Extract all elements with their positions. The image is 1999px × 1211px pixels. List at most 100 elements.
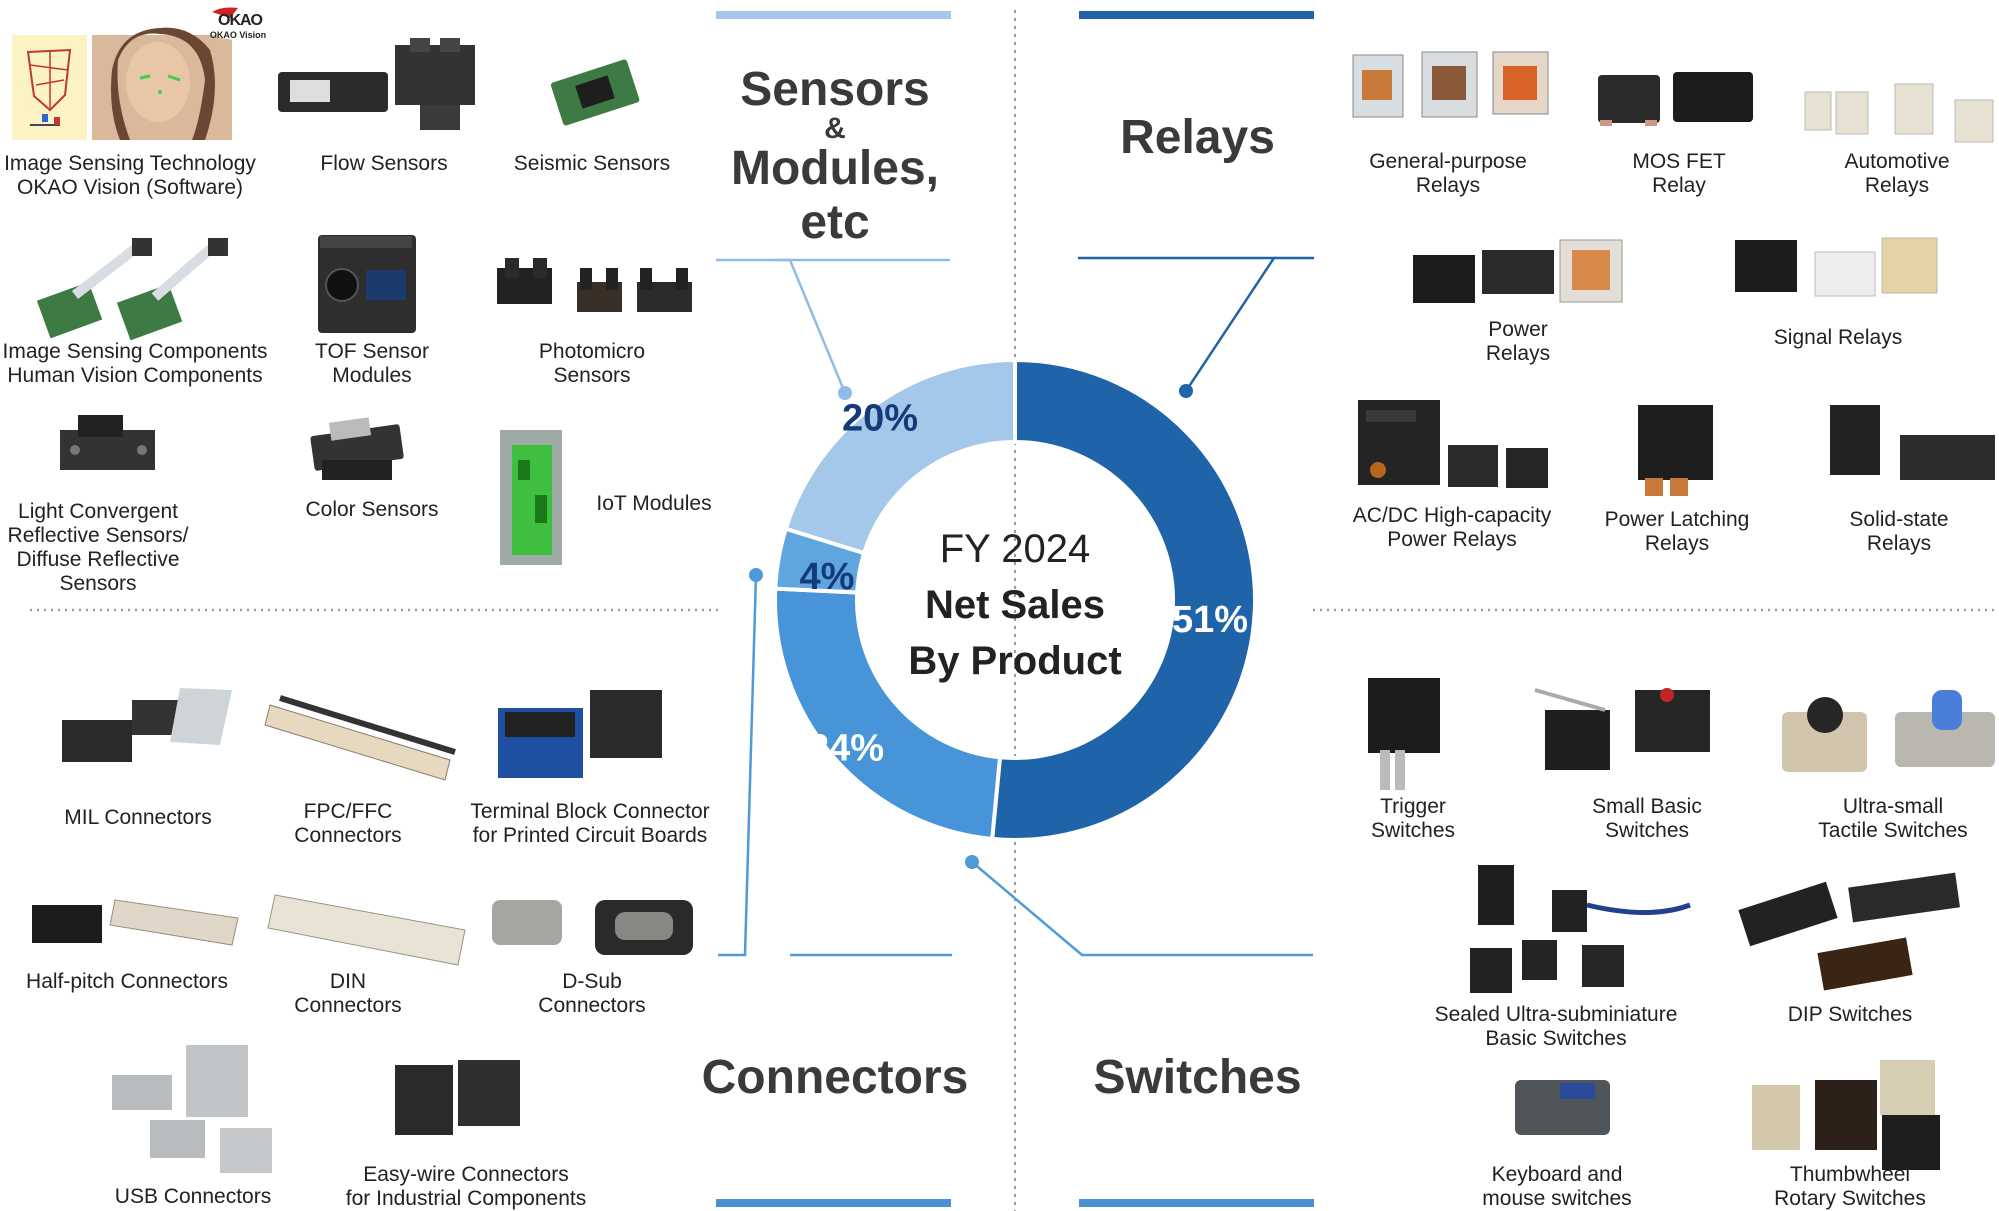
donut-center-title-line: By Product xyxy=(908,639,1121,683)
donut-center-title-line: FY 2024 xyxy=(940,527,1091,571)
tactile-label-line: Ultra-small xyxy=(1842,795,1944,818)
flow-sensors-label: Flow Sensors xyxy=(214,152,554,176)
switches-bottom-bar xyxy=(1079,1199,1314,1207)
dsub-connectors-icon xyxy=(492,900,693,955)
color-sensors-icon xyxy=(310,417,404,480)
image-sensing-components-label-line: Image Sensing Components xyxy=(2,340,268,363)
donut-slice-value-label: 4% xyxy=(800,556,855,598)
okao-logo-text: OKAO xyxy=(218,12,263,29)
trigger-switches-label-line: Trigger xyxy=(1380,795,1446,818)
dip-switches-icon xyxy=(1738,872,1960,991)
small-basic-label-line: Small Basic xyxy=(1592,795,1702,818)
usb-connectors-label-line: USB Connectors xyxy=(114,1185,272,1208)
terminal-block-label-line: for Printed Circuit Boards xyxy=(472,824,708,847)
trigger-switches-label-line: Switches xyxy=(1370,819,1456,842)
image-sensing-tech-label-line: OKAO Vision (Software) xyxy=(16,176,244,199)
dsub-connectors-label-line: Connectors xyxy=(538,994,646,1017)
leader-line xyxy=(718,574,758,957)
leader-dot xyxy=(965,855,979,869)
image-sensing-components-label-line: Human Vision Components xyxy=(7,364,263,387)
okao-logo-subtext: OKAO Vision xyxy=(209,30,267,40)
automotive-relays-label-line: Relays xyxy=(1864,174,1930,197)
sealed-basic-label-line: Sealed Ultra-subminiature xyxy=(1434,1003,1678,1026)
sensors-title-line2: Modules, etc xyxy=(730,142,939,249)
general-relays-label-line: Relays xyxy=(1415,174,1481,197)
seismic-sensors-label: Seismic Sensors xyxy=(422,152,762,176)
donut-slice-sensors-modules-etc xyxy=(783,357,1017,556)
acdc-relays-label-line: AC/DC High-capacity xyxy=(1352,504,1552,527)
donut-slice-relays xyxy=(990,357,1257,842)
photomicro-label-line: Sensors xyxy=(553,364,631,387)
okao-logo: OKAO OKAO Vision xyxy=(210,12,270,40)
fpc-connectors-label-line: Connectors xyxy=(294,824,402,847)
tof-sensor-label-line: TOF Sensor xyxy=(315,340,429,363)
acdc-relays-icon xyxy=(1358,400,1548,488)
leader-dot xyxy=(1179,384,1193,398)
thumbwheel-label-line: Rotary Switches xyxy=(1774,1187,1926,1210)
connectors-title: Connectors xyxy=(701,1051,969,1104)
light-convergent-label-line: Diffuse Reflective xyxy=(16,548,180,571)
light-convergent-label-line: Reflective Sensors/ xyxy=(7,524,189,547)
keyboard-switches-label-line: Keyboard and xyxy=(1491,1163,1623,1186)
image-sensing-tech-label-line: Image Sensing Technology xyxy=(4,152,256,175)
photomicro-label-line: Photomicro xyxy=(538,340,646,363)
okao-logo-icon xyxy=(206,7,270,40)
power-latching-relay-icon xyxy=(1638,405,1713,496)
small-basic-switches-icon xyxy=(1534,688,1710,770)
half-pitch-label-line: Half-pitch Connectors xyxy=(26,970,228,993)
leader-dot xyxy=(838,386,852,400)
sealed-basic-switches-icon xyxy=(1470,865,1691,993)
dip-switches-label-line: DIP Switches xyxy=(1787,1003,1913,1026)
keyboard-switches-icon xyxy=(1515,1080,1610,1135)
automotive-relays-icon xyxy=(1804,83,1994,143)
easy-wire-label-line: Easy-wire Connectors xyxy=(363,1163,569,1186)
usb-connectors-icon xyxy=(112,1045,272,1173)
mosfet-relay-icon xyxy=(1598,72,1753,126)
light-convergent-label-line: Sensors xyxy=(59,572,137,595)
din-connectors-label-line: Connectors xyxy=(294,994,402,1017)
donut-slice-switches xyxy=(773,586,1003,842)
din-connectors-label-line: DIN xyxy=(329,970,367,993)
power-latching-label-line: Power Latching xyxy=(1604,508,1750,531)
donut-slices xyxy=(773,357,1257,842)
tof-sensor-icon xyxy=(318,235,416,333)
sensors-top-bar xyxy=(716,11,951,19)
power-relays-label-line: Power xyxy=(1488,318,1548,341)
half-pitch-connectors-icon xyxy=(32,899,239,946)
mil-connectors-label: MIL Connectors xyxy=(0,806,308,830)
tactile-label-line: Tactile Switches xyxy=(1818,819,1968,842)
iot-modules-label-line: IoT Modules xyxy=(596,492,712,515)
signal-relays-label-line: Signal Relays xyxy=(1773,326,1903,349)
okao-face-icon xyxy=(12,27,232,140)
trigger-switches-icon xyxy=(1368,678,1440,790)
flow-sensors-icon xyxy=(278,38,475,130)
easy-wire-connectors-icon xyxy=(395,1060,520,1135)
solid-state-label-line: Solid-state xyxy=(1849,508,1949,531)
power-latching-label-line: Relays xyxy=(1644,532,1710,555)
connectors-bottom-bar xyxy=(716,1199,951,1207)
image-sensing-components-icon xyxy=(36,238,228,341)
signal-relays-icon xyxy=(1735,237,1938,297)
tactile-switches-icon xyxy=(1782,690,1995,772)
relays-top-bar xyxy=(1079,11,1314,19)
